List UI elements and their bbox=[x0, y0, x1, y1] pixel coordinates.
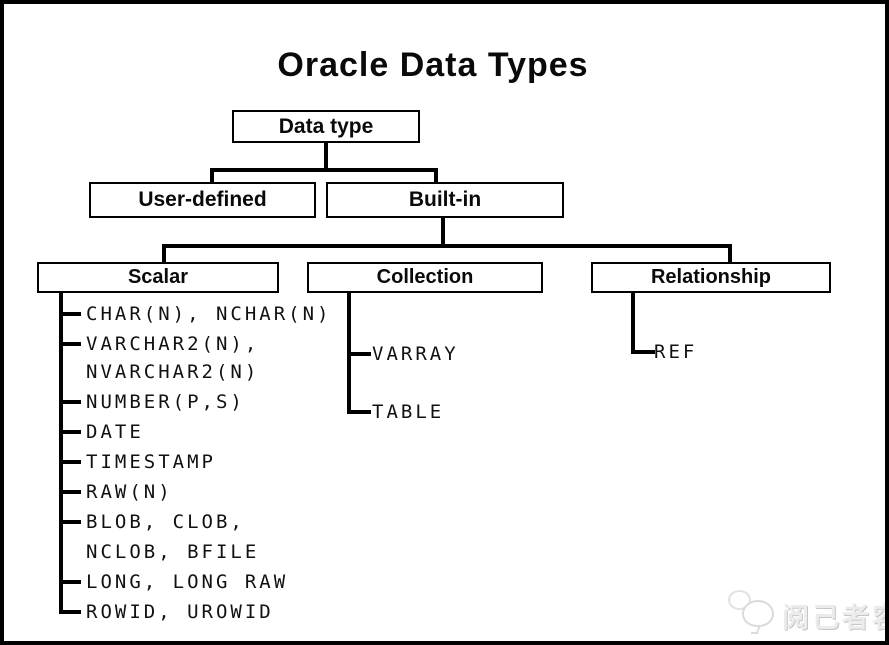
scalar-tick bbox=[59, 342, 81, 346]
node-scalar-label: Scalar bbox=[127, 266, 189, 288]
scalar-item-raw: RAW(N) bbox=[86, 481, 173, 503]
connector-level2-bar bbox=[210, 168, 438, 172]
scalar-tick bbox=[59, 430, 81, 434]
relationship-item-ref: REF bbox=[654, 341, 698, 363]
collection-tick bbox=[347, 410, 371, 414]
node-relationship-label: Relationship bbox=[650, 266, 771, 288]
node-data-type: Data type bbox=[232, 110, 420, 143]
scalar-item-long: LONG, LONG RAW bbox=[86, 571, 289, 593]
node-relationship: Relationship bbox=[591, 262, 831, 293]
collection-item-table: TABLE bbox=[372, 401, 445, 423]
diagram-title: Oracle Data Types bbox=[277, 46, 589, 84]
scalar-tick bbox=[59, 400, 81, 404]
node-collection-label: Collection bbox=[376, 266, 474, 288]
node-built-in-label: Built-in bbox=[408, 188, 482, 211]
node-user-defined: User-defined bbox=[89, 182, 316, 218]
scalar-item-date: DATE bbox=[86, 421, 144, 443]
node-scalar: Scalar bbox=[37, 262, 279, 293]
scalar-tick bbox=[59, 520, 81, 524]
connector-scalar-drop bbox=[162, 244, 166, 262]
watermark-text: 阅己者容 bbox=[782, 603, 885, 633]
node-user-defined-label: User-defined bbox=[138, 188, 267, 211]
scalar-item-timestamp: TIMESTAMP bbox=[86, 451, 216, 473]
scalar-tick bbox=[59, 490, 81, 494]
scalar-tick bbox=[59, 460, 81, 464]
connector-level3-bar bbox=[162, 244, 732, 248]
watermark: 阅己者容 bbox=[726, 588, 885, 636]
collection-item-varray: VARRAY bbox=[372, 343, 459, 365]
connector-userdefined-drop bbox=[210, 168, 214, 182]
scalar-item-char: CHAR(N), NCHAR(N) bbox=[86, 303, 332, 325]
scalar-item-nclob-bfile: NCLOB, BFILE bbox=[86, 541, 260, 563]
collection-tick bbox=[347, 352, 371, 356]
scalar-item-nvarchar2: NVARCHAR2(N) bbox=[86, 361, 260, 383]
node-data-type-label: Data type bbox=[278, 114, 374, 138]
connector-root-drop bbox=[324, 143, 328, 170]
scalar-tick bbox=[59, 610, 81, 614]
node-built-in: Built-in bbox=[326, 182, 564, 218]
scalar-branch-trunk bbox=[59, 293, 63, 614]
connector-builtin-drop bbox=[434, 168, 438, 182]
connector-builtin-down bbox=[441, 218, 445, 246]
relationship-tick bbox=[631, 350, 655, 354]
speech-bubbles-icon bbox=[726, 590, 778, 634]
relationship-branch-trunk bbox=[631, 293, 635, 354]
scalar-item-blob-clob: BLOB, CLOB, bbox=[86, 511, 245, 533]
node-collection: Collection bbox=[307, 262, 543, 293]
scalar-tick bbox=[59, 312, 81, 316]
scalar-tick bbox=[59, 580, 81, 584]
scalar-item-varchar2: VARCHAR2(N), bbox=[86, 333, 260, 355]
scalar-item-rowid: ROWID, UROWID bbox=[86, 601, 274, 623]
connector-relationship-drop bbox=[728, 244, 732, 262]
scalar-item-number: NUMBER(P,S) bbox=[86, 391, 245, 413]
